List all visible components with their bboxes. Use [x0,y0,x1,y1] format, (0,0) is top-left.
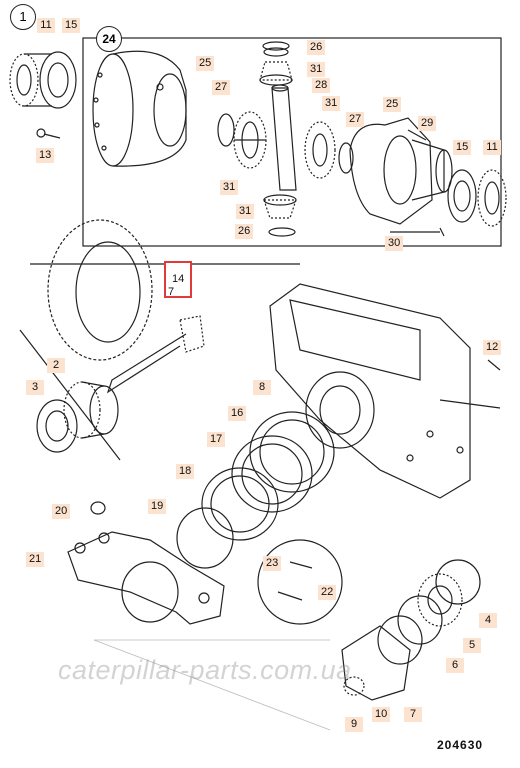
callout-15[interactable]: 15 [62,18,81,33]
callout-26[interactable]: 26 [307,40,326,55]
bearing-cap-stack [341,559,481,701]
bolt-29 [407,129,427,141]
callout-26[interactable]: 26 [235,224,254,239]
washer-26-top [262,41,290,51]
callout-30[interactable]: 30 [385,236,404,251]
watermark-text: caterpillar-parts.com.ua [58,655,352,685]
bearing-2 [63,381,119,439]
shim-16 [249,411,335,493]
callout-25[interactable]: 25 [383,97,402,112]
callout-20[interactable]: 20 [52,504,71,519]
thrust-washer-27 [217,113,235,147]
callout-29[interactable]: 29 [418,116,437,131]
callout-10[interactable]: 10 [372,707,391,722]
callout-25[interactable]: 25 [196,56,215,71]
side-gear-31-right [304,121,336,179]
side-gear-31-left [233,111,267,169]
callout-28[interactable]: 28 [312,78,331,93]
callout-12[interactable]: 12 [483,340,502,355]
subassembly-number-badge: 24 [96,26,122,52]
callout-18[interactable]: 18 [176,464,195,479]
axle-housing-8 [269,283,501,499]
callout-7-leader: 7 [168,286,175,298]
screw-13 [36,128,61,139]
callout-9[interactable]: 9 [345,717,363,732]
callout-31[interactable]: 31 [236,204,255,219]
differential-case-25 [92,50,187,167]
callout-6[interactable]: 6 [446,658,464,673]
washer-3 [36,399,78,453]
callout-5[interactable]: 5 [463,638,481,653]
callout-23[interactable]: 23 [263,556,282,571]
callout-17[interactable]: 17 [207,432,226,447]
guide-lines [93,639,331,731]
subassembly-frame [82,37,502,247]
bolt-30 [390,227,445,237]
figure-number-badge: 1 [10,4,36,30]
callout-22[interactable]: 22 [318,585,337,600]
callout-11[interactable]: 11 [483,140,501,155]
callout-8[interactable]: 8 [253,380,271,395]
bearing-cone-11-15-right [447,169,507,227]
drawing-number: 204630 [437,738,484,752]
shim-17 [231,435,313,513]
callout-15[interactable]: 15 [453,140,472,155]
plug-20 [90,501,106,515]
ring-gear-and-pinion-14 [19,219,300,461]
differential-case-25-right [349,117,453,225]
callout-13[interactable]: 13 [36,148,55,163]
callout-31[interactable]: 31 [322,96,341,111]
callout-16[interactable]: 16 [228,406,247,421]
callout-27[interactable]: 27 [346,112,365,127]
thrust-washer-27-right [338,142,354,174]
callout-11[interactable]: 11 [37,18,55,33]
callout-7[interactable]: 7 [404,707,422,722]
pinion-gear-31-bottom [263,194,297,219]
callout-31[interactable]: 31 [307,62,326,77]
pinion-gear-31-top [259,47,293,86]
callout-3[interactable]: 3 [26,380,44,395]
callout-14-highlighted[interactable]: 14 [164,261,193,298]
bracket-21 [67,531,225,625]
shim-18 [201,467,279,541]
callout-4[interactable]: 4 [479,613,497,628]
callout-19[interactable]: 19 [148,499,167,514]
bolt-detail-circle [257,539,343,625]
o-ring-19 [176,507,234,569]
washer-26-bottom [268,227,296,237]
plug-12 [487,359,501,371]
callout-2[interactable]: 2 [47,358,65,373]
bearing-cone-11-15-top-left [9,51,77,109]
callout-31[interactable]: 31 [220,180,239,195]
callout-21[interactable]: 21 [26,552,45,567]
callout-27[interactable]: 27 [212,80,231,95]
cross-shaft-28 [271,84,297,191]
